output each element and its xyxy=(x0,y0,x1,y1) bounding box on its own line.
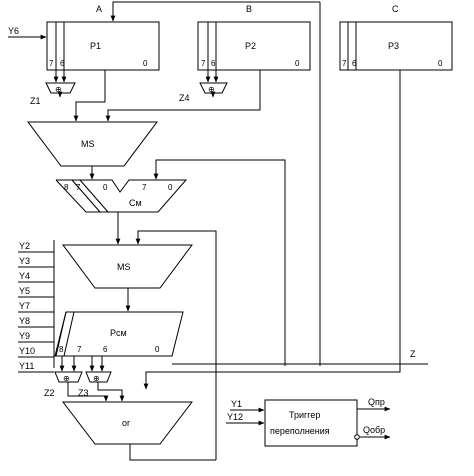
y9-label: Y9 xyxy=(19,331,30,341)
xor-z4: ⊕ xyxy=(199,70,228,98)
bus-a-feedback-line xyxy=(110,1,320,22)
z2-to-or-line xyxy=(67,382,109,402)
z4-xor-symbol: ⊕ xyxy=(208,85,215,94)
z4-label: Z4 xyxy=(179,93,190,103)
p1-bit7: 7 xyxy=(49,59,54,68)
or-output-line xyxy=(129,440,216,461)
p3-bit7: 7 xyxy=(342,59,347,68)
y5-label: Y5 xyxy=(19,286,30,296)
z3-xor-symbol: ⊕ xyxy=(93,374,100,383)
rsm-feedback-line xyxy=(153,159,286,366)
p2-bit0: 0 xyxy=(295,59,300,68)
adder-in-bit7: 7 xyxy=(142,183,147,192)
trigger-label-line1: Триггер xyxy=(289,410,320,420)
register-rsm: Рсм 8 7 6 0 xyxy=(54,311,184,357)
z2-xor-symbol: ⊕ xyxy=(63,374,70,383)
z3-to-or-line xyxy=(97,382,125,402)
y2-label: Y2 xyxy=(19,241,30,251)
p1-to-ms-line xyxy=(73,70,106,122)
adder-label: См xyxy=(129,198,142,208)
p3-sign-line xyxy=(143,70,401,390)
bus-a-label: A xyxy=(96,4,102,14)
z1-label: Z1 xyxy=(30,96,41,106)
bus-c-label: C xyxy=(392,4,399,14)
p3-bit0: 0 xyxy=(438,59,443,68)
xor-z1: ⊕ xyxy=(45,70,76,98)
z2-label: Z2 xyxy=(44,388,55,398)
or-loop-line xyxy=(135,230,217,460)
p1-bit6: 6 xyxy=(60,59,65,68)
y10-label: Y10 xyxy=(19,346,35,356)
bus-b-label: B xyxy=(246,4,252,14)
rsm-bit8: 8 xyxy=(59,345,64,354)
z-label: Z xyxy=(410,349,416,359)
xor-z3: ⊕ xyxy=(85,356,112,383)
adder-bit7: 7 xyxy=(76,183,81,192)
y12-label: Y12 xyxy=(227,412,243,422)
or-label: or xyxy=(122,418,130,428)
p3-label: Р3 xyxy=(388,41,399,51)
overflow-trigger: Триггер переполнения xyxy=(264,399,360,447)
or-gate: or xyxy=(61,401,194,445)
rsm-bit0: 0 xyxy=(155,345,160,354)
rsm-bit7: 7 xyxy=(77,345,82,354)
y8-label: Y8 xyxy=(19,316,30,326)
y7-label: Y7 xyxy=(19,301,30,311)
z3-label: Z3 xyxy=(78,388,89,398)
register-p2: Р2 7 6 0 xyxy=(197,21,311,71)
y4-label: Y4 xyxy=(19,271,30,281)
control-signals-left: Y2 Y3 Y4 Y5 Y7 Y8 Y9 Y10 Y11 xyxy=(18,241,54,373)
q-pr-label: Qпр xyxy=(368,397,385,407)
adder-in-bit0: 0 xyxy=(168,183,173,192)
trigger-label-line2: переполнения xyxy=(270,426,330,436)
adder-cm: 8 7 0 7 0 См xyxy=(55,179,188,213)
p2-bit6: 6 xyxy=(211,59,216,68)
register-p3: Р3 7 6 0 xyxy=(339,21,453,71)
rsm-bit6: 6 xyxy=(103,345,108,354)
p1-bit0: 0 xyxy=(143,59,148,68)
ms-mid-label: MS xyxy=(117,262,131,272)
p2-label: Р2 xyxy=(245,41,256,51)
p1-label: Р1 xyxy=(90,41,101,51)
register-p1: Р1 7 6 0 xyxy=(46,21,160,71)
mux-ms-mid: MS xyxy=(62,244,193,289)
ms-top-label: MS xyxy=(81,139,95,149)
adder-bit8: 8 xyxy=(64,183,69,192)
z1-xor-symbol: ⊕ xyxy=(55,85,62,94)
y6-label: Y6 xyxy=(8,26,19,36)
y1-label: Y1 xyxy=(231,399,242,409)
p2-to-ms-line xyxy=(105,70,261,122)
xor-z2: ⊕ xyxy=(54,356,83,383)
p2-bit7: 7 xyxy=(201,59,206,68)
q-obr-label: Qобр xyxy=(363,425,385,435)
y11-label: Y11 xyxy=(19,361,34,371)
rsm-label: Рсм xyxy=(110,328,127,338)
y3-label: Y3 xyxy=(19,256,30,266)
mux-ms-top: MS xyxy=(27,121,158,167)
adder-bit0: 0 xyxy=(103,183,108,192)
p3-bit6: 6 xyxy=(352,59,357,68)
